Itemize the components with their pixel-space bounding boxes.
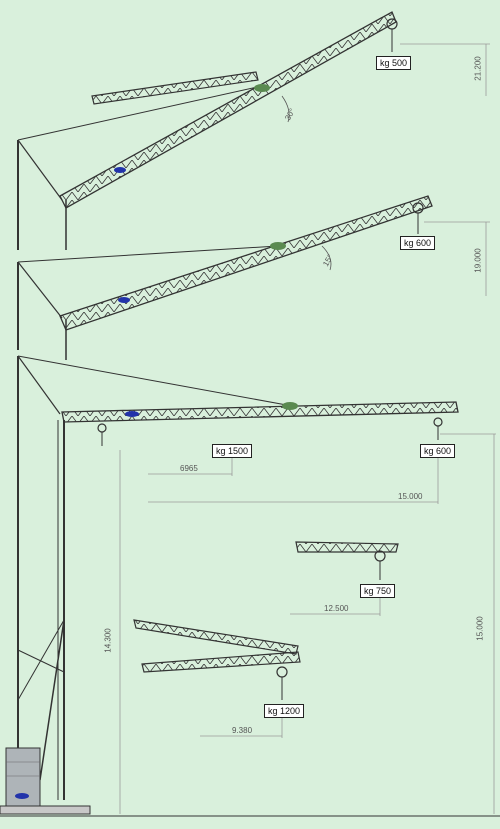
- tie-rod-1: [17, 85, 263, 141]
- radius-12500: 12.500: [324, 604, 349, 613]
- radius-9380: 9.380: [232, 726, 253, 735]
- counter-jib-1: [91, 71, 259, 105]
- height-19000: 19.000: [473, 248, 483, 273]
- jib-1: [59, 11, 397, 209]
- height-15000: 15.000: [475, 616, 485, 641]
- jib-3: [61, 401, 459, 423]
- config-luffed-mid: [17, 195, 490, 360]
- load-label-750: kg 750: [360, 584, 396, 598]
- load-label-600-mid: kg 600: [400, 236, 436, 250]
- load-label-600-tip: kg 600: [420, 444, 456, 458]
- config-short-jib: [290, 541, 399, 616]
- height-21200: 21.200: [473, 56, 483, 81]
- tie-rod-3: [17, 355, 293, 407]
- jib-4: [295, 541, 399, 553]
- radius-6965: 6965: [180, 464, 198, 473]
- load-label-1200: kg 1200: [264, 704, 305, 718]
- config-horizontal: [0, 355, 500, 817]
- radius-15000: 15.000: [398, 492, 423, 501]
- config-luffed-high: [17, 11, 490, 250]
- load-label-1500: kg 1500: [212, 444, 253, 458]
- jib-5-upper: [133, 619, 299, 655]
- tie-rod-2: [17, 245, 279, 263]
- load-label-500: kg 500: [376, 56, 412, 70]
- jib-5-lower: [141, 651, 301, 673]
- config-folded-jib: [133, 619, 301, 738]
- jib-2: [59, 195, 433, 331]
- height-14300: 14.300: [103, 628, 113, 653]
